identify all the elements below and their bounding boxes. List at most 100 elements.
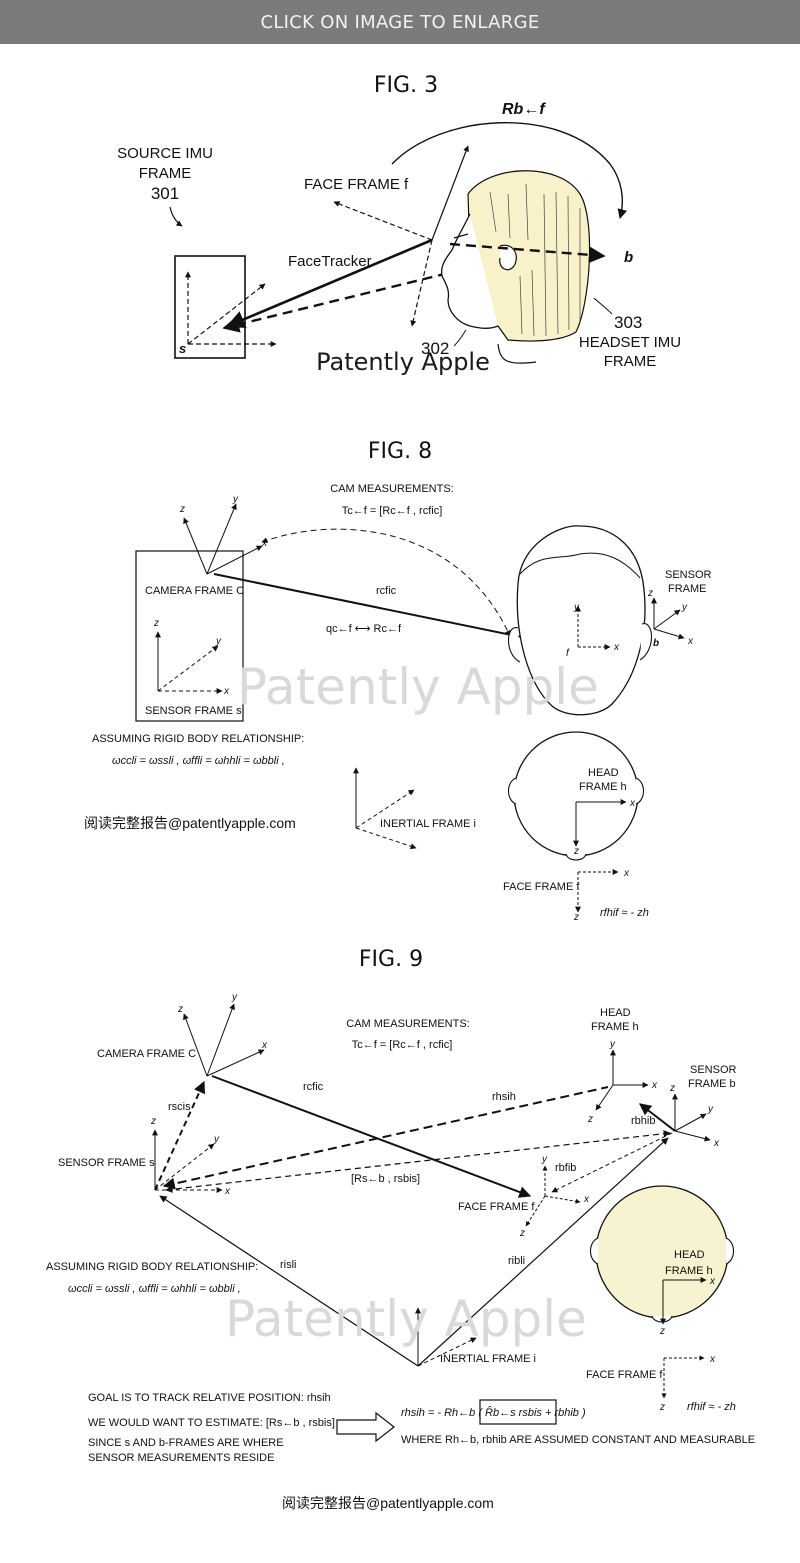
fig9-r-bli-vector [417, 1137, 669, 1367]
b-axis-arrow [449, 242, 606, 264]
ear [499, 244, 517, 271]
svg-text:y: y [215, 636, 222, 647]
fig8-camera-frame-label: CAMERA FRAME C [145, 585, 244, 597]
svg-text:y: y [609, 1039, 616, 1050]
neck-line [497, 343, 537, 364]
cam-axis-x [206, 545, 263, 575]
fig8-sensor-label-2: FRAME [668, 583, 707, 595]
fig9-b-axis-x [674, 1130, 711, 1142]
fig9-r-bli-label: ribli [508, 1255, 525, 1267]
cam-axis-y [206, 503, 237, 575]
fig9-r-sli-label: risli [280, 1259, 297, 1271]
svg-text:x: x [583, 1194, 590, 1205]
fig8-cam-equation: Tc←f = [Rc←f , rcfic] [342, 505, 443, 517]
svg-text:x: x [709, 1276, 716, 1287]
facetracker-line [226, 238, 433, 329]
pointer-303 [593, 297, 613, 315]
svg-text:x: x [224, 1186, 231, 1197]
inertial-axis-y [355, 789, 415, 829]
source-imu-number: 301 [151, 184, 179, 203]
fig9-head2-label-2: FRAME h [665, 1265, 713, 1277]
svg-text:z: z [177, 1004, 183, 1015]
svg-text:x: x [651, 1080, 658, 1091]
fig8-watermark: Patently Apple [237, 658, 599, 716]
svg-text:y: y [231, 992, 238, 1003]
face-axis-down [410, 239, 433, 327]
fig9-cam-equation: Tc←f = [Rc←f , rcfic] [352, 1039, 453, 1051]
cam-axis-z [183, 517, 208, 575]
fig9-f-axis-z [525, 1195, 546, 1227]
fig9-left-ear [589, 1237, 599, 1265]
fig9-assuming: ASSUMING RIGID BODY RELATIONSHIP: [46, 1261, 258, 1273]
figure-8: FIG. 8 CAM MEASUREMENTS: Tc←f = [Rc←f , … [0, 414, 800, 934]
fig8-hairline [519, 552, 641, 579]
svg-text:z: z [659, 1402, 665, 1413]
fig9-main-equation: rhsih = - Rh←b ( R̂b←s rsbis + rbhib ) [401, 1405, 586, 1419]
fig9-h-axis-z [595, 1084, 614, 1111]
eye [453, 233, 469, 239]
fig9-face-frame-label: FACE FRAME f [458, 1201, 535, 1213]
svg-text:x: x [261, 1040, 268, 1051]
svg-text:z: z [519, 1228, 525, 1239]
svg-text:z: z [647, 588, 653, 599]
svg-text:z: z [153, 618, 159, 629]
svg-text:x: x [613, 642, 620, 653]
svg-text:z: z [573, 846, 579, 857]
fig9-omega-eq: ωccli = ωssli , ωffli = ωhhli = ωbbli , [68, 1283, 241, 1295]
fig8-sensor-label-1: SENSOR [665, 569, 712, 581]
figure-9-drawing: FIG. 9 CAMERA FRAME C z y x CAM MEASUREM… [46, 947, 755, 1511]
svg-text:x: x [713, 1138, 720, 1149]
fig9-face-frame-2: FACE FRAME f [586, 1369, 663, 1381]
svg-text:y: y [232, 494, 239, 505]
svg-text:x: x [623, 868, 630, 879]
fig9-sensor-b-label-1: SENSOR [690, 1064, 737, 1076]
fig9-estimate: WE WOULD WANT TO ESTIMATE: [Rs←b , rsbis… [88, 1417, 335, 1429]
fig9-b-axis-y [674, 1113, 707, 1132]
fig9-inertial-label: INERTIAL FRAME i [440, 1353, 536, 1365]
fig8-head-label-1: HEAD [588, 767, 619, 779]
fig9-sensor-b-label-2: FRAME b [688, 1078, 736, 1090]
face-axis-up [431, 145, 469, 241]
fig9-cam-axis-z [183, 1013, 208, 1077]
svg-text:y: y [681, 602, 688, 613]
fig8-report-link[interactable]: 阅读完整报告@patentlyapple.com [84, 815, 296, 831]
headset-imu-label-1: HEADSET IMU [579, 334, 681, 351]
fig9-head-label-1: HEAD [600, 1007, 631, 1019]
source-imu-label-1: SOURCE IMU [117, 145, 213, 162]
fig9-r-sli-vector [159, 1195, 419, 1367]
svg-text:y: y [541, 1154, 548, 1165]
fig8-device-box [135, 550, 244, 722]
fig9-report-link[interactable]: 阅读完整报告@patentlyapple.com [282, 1495, 494, 1511]
fig9-r-sih-label: rhsih [492, 1091, 516, 1103]
fig9-r-sih-vector [162, 1086, 609, 1190]
figure-9: FIG. 9 CAMERA FRAME C z y x CAM MEASUREM… [0, 934, 800, 1563]
svg-text:x: x [223, 686, 230, 697]
hair-strands [489, 183, 581, 337]
fig8-right-ear [639, 623, 653, 661]
s-label: s [179, 341, 186, 356]
fig9-cam-axis-x [206, 1049, 265, 1077]
fig9-equation-box [479, 1399, 557, 1425]
enlarge-banner[interactable]: CLICK ON IMAGE TO ENLARGE [0, 0, 800, 44]
svg-text:x: x [687, 636, 694, 647]
fig9-cam-axis-y [206, 1003, 235, 1077]
fig9-r-cis-label: rscis [168, 1101, 191, 1113]
fig8-head-label-2: FRAME h [579, 781, 627, 793]
fig8-nose-top [565, 853, 587, 861]
fig8-face-frame-label: FACE FRAME f [503, 881, 580, 893]
svg-text:z: z [150, 1116, 156, 1127]
svg-text:x: x [709, 1354, 716, 1365]
fig8-omega-eq: ωccli = ωssli , ωffli = ωhhli = ωbbli , [112, 755, 285, 767]
fig8-top-left-ear [507, 777, 517, 805]
fig8-q-eq: qc←f ⟷ Rc←f [326, 623, 402, 635]
svg-text:x: x [629, 798, 636, 809]
fig8-r-label: rcfic [376, 585, 397, 597]
s-axis-y [157, 645, 219, 692]
fig9-rs-b-vector [165, 1130, 671, 1193]
fig9-r-fic-label: rcfic [303, 1081, 324, 1093]
fig9-inertial-axis-y [417, 1337, 477, 1367]
fig9-cam-measurements: CAM MEASUREMENTS: [346, 1018, 469, 1030]
facetracker-label: FaceTracker [288, 253, 372, 270]
label-302: 302 [421, 339, 449, 358]
face-profile [440, 213, 499, 329]
